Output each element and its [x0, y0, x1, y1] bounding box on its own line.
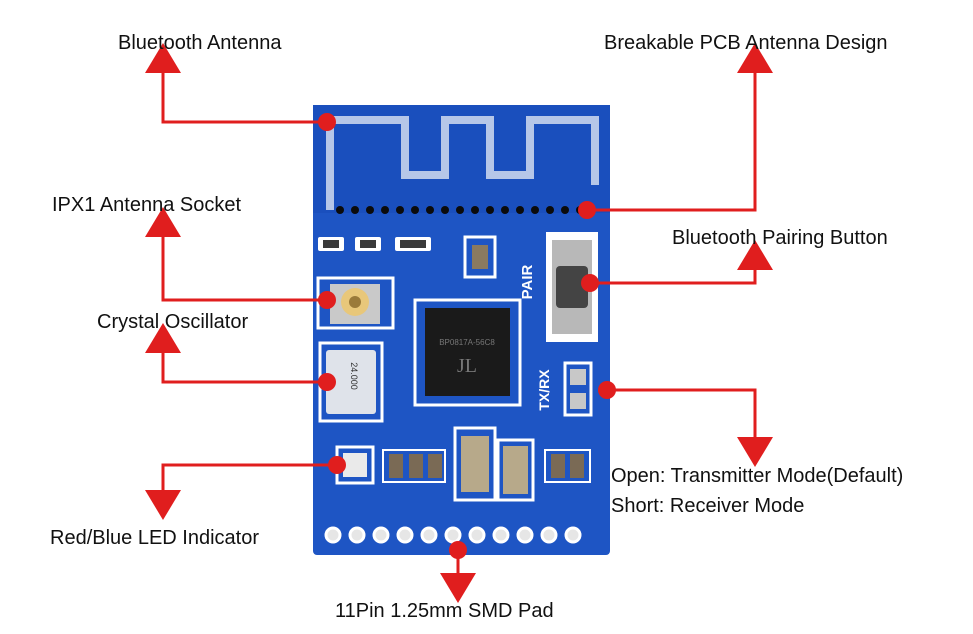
callout-dot-mode	[598, 381, 616, 399]
txrx-jumper-part: TX/RX	[536, 361, 593, 417]
smd-pads	[324, 526, 582, 544]
label-led: Red/Blue LED Indicator	[50, 527, 260, 549]
pcb-board: 24.000 BP0817A-56C8 JL PAIR TX/RX	[313, 105, 610, 555]
callout-dot-bluetooth-antenna	[318, 113, 336, 131]
callout-dot-smd-pad	[449, 541, 467, 559]
pair-button-part: PAIR	[519, 232, 598, 342]
pcb-antenna-trace	[326, 116, 599, 210]
crystal-part: 24.000	[318, 341, 384, 423]
label-bluetooth-antenna: Bluetooth Antenna	[118, 32, 282, 54]
label-breakable-pcb: Breakable PCB Antenna Design	[604, 32, 888, 54]
label-ipx1-socket: IPX1 Antenna Socket	[52, 194, 242, 216]
callout-dot-led	[328, 456, 346, 474]
callout-dot-ipx1-socket	[318, 291, 336, 309]
callout-line-mode	[607, 388, 773, 467]
breakable-line	[336, 206, 584, 214]
callout-line-crystal	[145, 323, 325, 384]
ipx1-socket-part	[316, 276, 395, 330]
label-mode-open: Open: Transmitter Mode(Default)	[611, 465, 904, 487]
callout-line-breakable-pcb	[587, 43, 773, 212]
callout-line-bluetooth-antenna	[145, 43, 325, 124]
callout-line-led	[145, 463, 337, 520]
svg-text:JL: JL	[457, 355, 477, 377]
bottom-passives	[382, 426, 591, 502]
txrx-silk: TX/RX	[536, 369, 552, 411]
label-mode-short: Short: Receiver Mode	[611, 495, 805, 517]
callout-line-pairing-button	[590, 240, 773, 285]
label-smd-pad: 11Pin 1.25mm SMD Pad	[335, 600, 554, 622]
led-part	[335, 445, 375, 485]
crystal-freq-text: 24.000	[349, 362, 359, 390]
callout-dot-crystal	[318, 373, 336, 391]
chip-marking: BP0817A-56C8	[439, 338, 495, 347]
label-crystal: Crystal Oscillator	[97, 311, 249, 333]
callout-dot-breakable-pcb	[578, 201, 596, 219]
bluetooth-chip: BP0817A-56C8 JL	[413, 298, 522, 407]
label-pairing-button: Bluetooth Pairing Button	[672, 227, 888, 249]
pair-silk: PAIR	[519, 264, 536, 299]
callout-dot-pairing-button	[581, 274, 599, 292]
callout-line-ipx1-socket	[145, 207, 325, 302]
